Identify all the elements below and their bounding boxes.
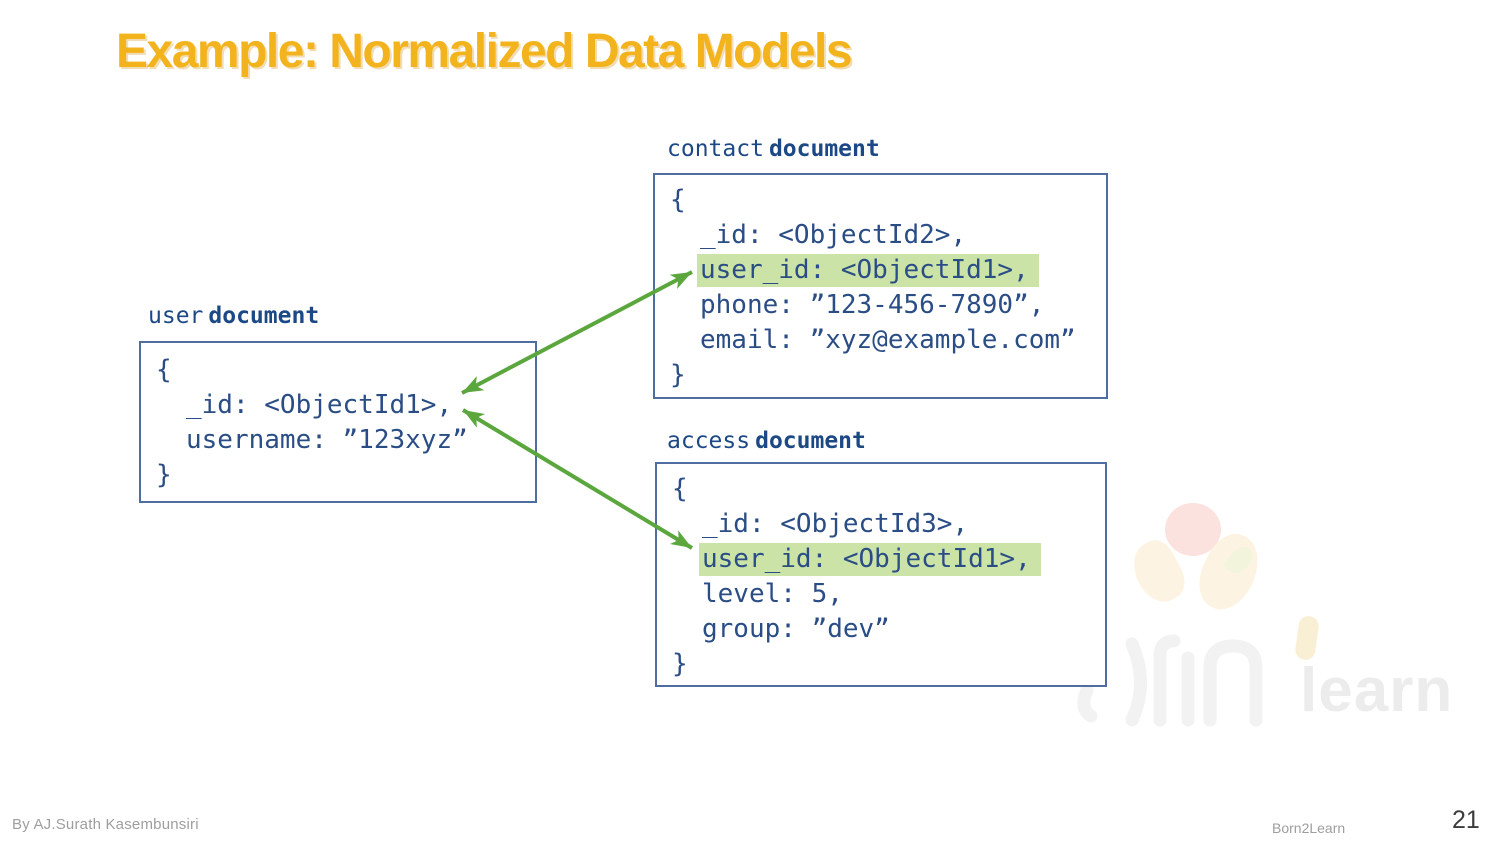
code-line: _id: <ObjectId1>,	[141, 388, 535, 423]
access-document-box: { _id: <ObjectId3>, user_id: <ObjectId1>,l…	[655, 462, 1107, 687]
watermark-logo-leaf	[1222, 542, 1258, 578]
code-line: email: ”xyz@example.com”	[655, 323, 1106, 358]
highlighted-user-id-field: user_id: <ObjectId1>,	[699, 543, 1041, 576]
highlighted-user-id-field: user_id: <ObjectId1>,	[697, 254, 1039, 287]
watermark-logo-petal-left	[1124, 534, 1192, 610]
code-line: phone: ”123-456-7890”,	[655, 288, 1106, 323]
watermark-logo-accent	[1294, 614, 1320, 662]
code-text: {	[670, 185, 686, 215]
code-text: username: ”123xyz”	[186, 425, 468, 455]
code-line: username: ”123xyz”	[141, 423, 535, 458]
access-document-label-type: document	[755, 428, 866, 454]
watermark-logo-petal-right	[1188, 525, 1270, 619]
code-line: level: 5,	[657, 577, 1105, 612]
code-text: email: ”xyz@example.com”	[700, 325, 1076, 355]
code-text: group: ”dev”	[702, 614, 890, 644]
access-document-label-name: access	[667, 428, 751, 454]
code-line: {	[141, 353, 535, 388]
code-line: _id: <ObjectId3>,	[657, 507, 1105, 542]
code-text: _id: <ObjectId1>,	[186, 390, 453, 420]
code-text: level: 5,	[702, 579, 843, 609]
code-line: {	[657, 472, 1105, 507]
footer-brand: Born2Learn	[1272, 820, 1346, 836]
code-text: phone: ”123-456-7890”,	[700, 290, 1045, 320]
code-line: user_id: <ObjectId1>,	[657, 542, 1105, 577]
user-document-label-name: user	[148, 303, 204, 329]
code-line: }	[141, 458, 535, 493]
code-text: }	[156, 460, 172, 490]
code-text: }	[672, 649, 688, 679]
code-line: }	[655, 358, 1106, 393]
watermark-wordmark: learn	[1300, 656, 1454, 725]
contact-document-box: { _id: <ObjectId2>, user_id: <ObjectId1>,p…	[653, 173, 1108, 399]
user-document-label-type: document	[208, 303, 320, 329]
page-title: Example: Normalized Data Models	[116, 25, 853, 78]
watermark-logo-head	[1165, 503, 1221, 556]
contact-document-label-name: contact	[667, 136, 764, 162]
code-line: _id: <ObjectId2>,	[655, 218, 1106, 253]
code-line: {	[655, 183, 1106, 218]
code-line: user_id: <ObjectId1>,	[655, 253, 1106, 288]
user-document-box: { _id: <ObjectId1>, username: ”123xyz”}	[139, 341, 537, 503]
code-line: }	[657, 647, 1105, 682]
code-line: group: ”dev”	[657, 612, 1105, 647]
code-text: _id: <ObjectId2>,	[700, 220, 967, 250]
footer-author: By AJ.Surath Kasembunsiri	[12, 816, 199, 833]
code-text: _id: <ObjectId3>,	[702, 509, 969, 539]
code-text: {	[672, 474, 688, 504]
code-text: }	[670, 360, 686, 390]
code-text: {	[156, 355, 172, 385]
page-number: 21	[1452, 806, 1480, 834]
contact-document-label-type: document	[768, 136, 880, 162]
